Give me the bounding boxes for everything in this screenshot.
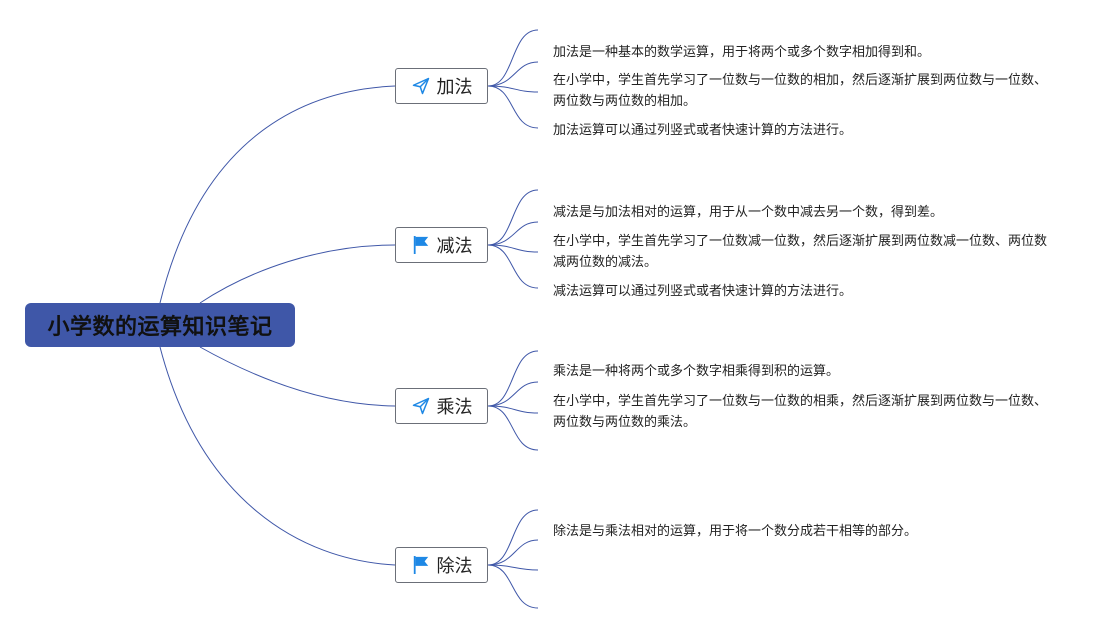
note-multiplication-1[interactable]: 乘法是一种将两个或多个数字相乘得到积的运算。 [553,364,840,379]
paper-plane-icon [411,76,431,96]
root-topic-label: 小学数的运算知识笔记 [47,315,273,340]
note-addition-2[interactable]: 在小学中，学生首先学习了一位数与一位数的相加，然后逐渐扩展到两位数与一位数、两位… [553,73,1048,109]
multiplication-link-4 [487,405,539,451]
branch-subtraction-label: 减法 [436,236,473,257]
addition-link-1 [487,29,539,87]
root-topic[interactable]: 小学数的运算知识笔记 [25,303,295,347]
branch-multiplication-label: 乘法 [436,397,473,418]
subtraction-link-4 [487,244,539,289]
multiplication-link-2 [487,381,539,407]
root-link-multiplication [199,346,396,407]
flag-icon [411,235,431,255]
flag-icon [411,555,431,575]
note-division-1[interactable]: 除法是与乘法相对的运算，用于将一个数分成若干相等的部分。 [553,524,918,539]
division-link-1 [487,509,539,566]
note-subtraction-1[interactable]: 减法是与加法相对的运算，用于从一个数中减去另一个数，得到差。 [553,205,944,220]
subtraction-link-1 [487,189,539,246]
branch-subtraction[interactable]: 减法 [395,227,488,263]
paper-plane-icon [411,396,431,416]
branch-division[interactable]: 除法 [395,547,488,583]
root-link-addition [159,85,396,304]
root-link-subtraction [199,244,396,304]
root-link-division [159,346,396,566]
branch-addition-label: 加法 [436,77,473,98]
division-link-2 [487,539,539,566]
note-addition-1[interactable]: 加法是一种基本的数学运算，用于将两个或多个数字相加得到和。 [553,45,931,60]
multiplication-link-1 [487,350,539,407]
subtraction-link-2 [487,221,539,246]
branch-multiplication[interactable]: 乘法 [395,388,488,424]
note-addition-3[interactable]: 加法运算可以通过列竖式或者快速计算的方法进行。 [553,123,853,138]
note-subtraction-3[interactable]: 减法运算可以通过列竖式或者快速计算的方法进行。 [553,284,853,299]
division-link-3 [487,564,539,571]
branch-division-label: 除法 [436,556,473,577]
note-multiplication-2[interactable]: 在小学中，学生首先学习了一位数与一位数的相乘，然后逐渐扩展到两位数与一位数、两位… [553,394,1048,430]
addition-link-2 [487,61,539,87]
note-subtraction-2[interactable]: 在小学中，学生首先学习了一位数减一位数，然后逐渐扩展到两位数减一位数、两位数减两… [553,234,1048,270]
multiplication-link-3 [487,405,539,414]
subtraction-link-3 [487,244,539,253]
addition-link-3 [487,85,539,93]
division-link-4 [487,564,539,609]
addition-link-4 [487,85,539,129]
branch-addition[interactable]: 加法 [395,68,488,104]
